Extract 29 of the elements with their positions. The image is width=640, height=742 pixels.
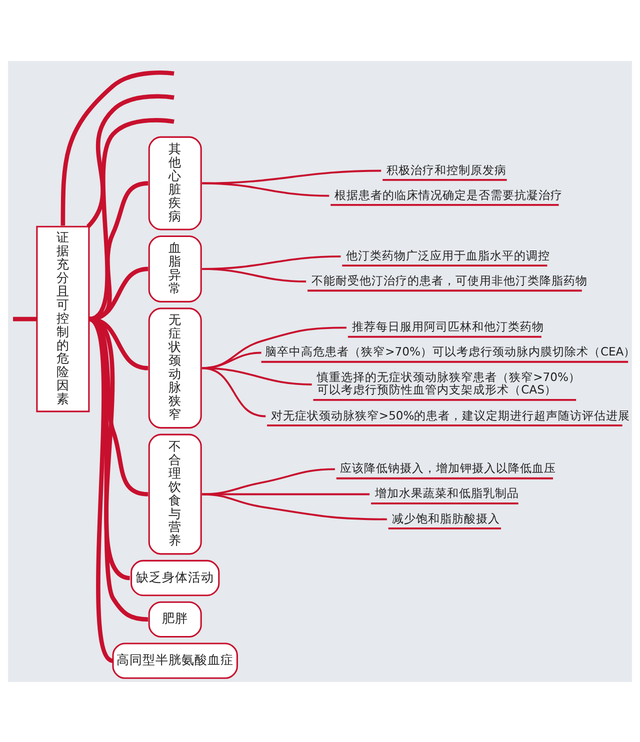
node-box: 高同型半胱氨酸血症	[112, 642, 238, 678]
node-text: 减少饱和脂肪酸摄入	[392, 510, 500, 525]
node-box: 不合理饮食与营养	[148, 433, 202, 554]
node-text: 增加水果蔬菜和低脂乳制品	[374, 486, 519, 500]
node-text: 不能耐受他汀治疗的患者，可使用非他汀类降脂药物	[311, 272, 588, 287]
node-box: 肥胖	[148, 600, 202, 638]
connector	[202, 468, 335, 495]
connector	[60, 70, 174, 226]
node-box: 缺乏身体活动	[130, 559, 220, 596]
node-text: 脑卒中高危患者（狭窄>70%）可以考虑行颈动脉内膜切除术（CEA）	[265, 344, 636, 358]
node-text: 他汀类药物广泛应用于血脂水平的调控	[346, 248, 550, 262]
node-text: 根据患者的临床情况确定是否需要抗凝治疗	[334, 187, 562, 202]
node-text: 应该降低钠摄入，增加钾摄入以降低血压	[340, 460, 556, 475]
node-text: 慎重选择的无症状颈动脉狭窄患者（狭窄>70%）可以考虑行预防性血管内支架成形术（CAS）	[317, 370, 580, 396]
node-text: 推荐每日服用阿司匹林和他汀类药物	[352, 319, 544, 334]
node-text: 积极治疗和控制原发病	[386, 162, 506, 176]
connector	[202, 492, 387, 520]
connector	[86, 94, 174, 228]
node-box: 其他心脏疾病	[148, 136, 202, 230]
connector	[202, 268, 306, 282]
node-text: 对无症状颈动脉狭窄>50%的患者，建议定期进行超声随访评估进展	[270, 408, 630, 422]
connector	[202, 366, 312, 385]
connector	[88, 118, 174, 321]
connector	[202, 182, 330, 196]
connector	[13, 316, 37, 321]
node-box: 血脂异常	[148, 234, 202, 302]
connector	[202, 366, 266, 417]
node-box: 证据充分且可控制的危险因素	[36, 225, 90, 412]
node-box: 无症状颈动脉狭窄	[148, 307, 202, 428]
